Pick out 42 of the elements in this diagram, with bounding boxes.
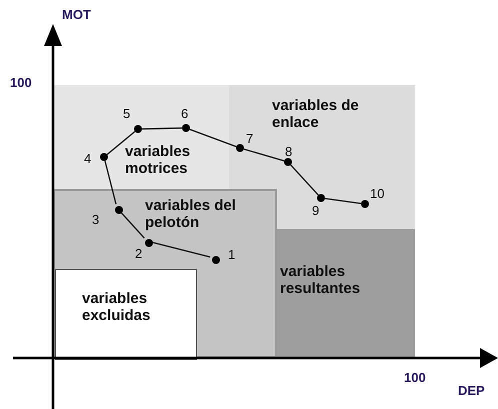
point-number: 10 — [370, 187, 384, 201]
data-point — [361, 200, 369, 208]
point-number: 7 — [246, 132, 254, 146]
data-point — [100, 153, 108, 161]
region-label: variables del pelotón — [145, 197, 237, 231]
point-number: 6 — [181, 107, 188, 121]
connector-line — [190, 128, 236, 148]
data-point — [145, 239, 153, 247]
region-label: variables excluidas — [82, 290, 152, 324]
region-label: variables resultantes — [280, 263, 362, 297]
point-number: 4 — [84, 152, 92, 166]
data-point — [115, 206, 123, 214]
data-point — [134, 125, 142, 133]
axis-label: DEP — [458, 384, 485, 398]
axis-label: 100 — [404, 371, 426, 385]
connector-line — [150, 241, 210, 258]
quadrant-area — [53, 189, 277, 358]
point-number: 5 — [123, 107, 130, 121]
axis-label: MOT — [62, 8, 91, 22]
connector-line — [244, 148, 284, 162]
connector-line — [290, 164, 319, 196]
connector-line — [119, 210, 145, 238]
point-number: 2 — [135, 247, 142, 261]
data-point — [212, 256, 220, 264]
connector-line — [142, 127, 182, 130]
data-point — [317, 194, 325, 202]
point-number: 3 — [92, 213, 100, 227]
point-number: 1 — [228, 248, 236, 262]
data-point — [284, 158, 292, 166]
connector-line — [324, 198, 362, 204]
region-label: variables motrices — [125, 143, 192, 177]
point-number: 9 — [312, 204, 320, 218]
axis-label: 100 — [10, 76, 32, 90]
connector-line — [106, 131, 136, 155]
quadrant-area — [277, 229, 415, 358]
region-label: variables de enlace — [272, 97, 360, 131]
point-number: 8 — [285, 145, 292, 159]
connector-line — [104, 160, 117, 204]
data-point — [236, 144, 244, 152]
quadrant-area — [53, 85, 229, 189]
data-point — [182, 124, 190, 132]
quadrant-area — [55, 269, 197, 360]
